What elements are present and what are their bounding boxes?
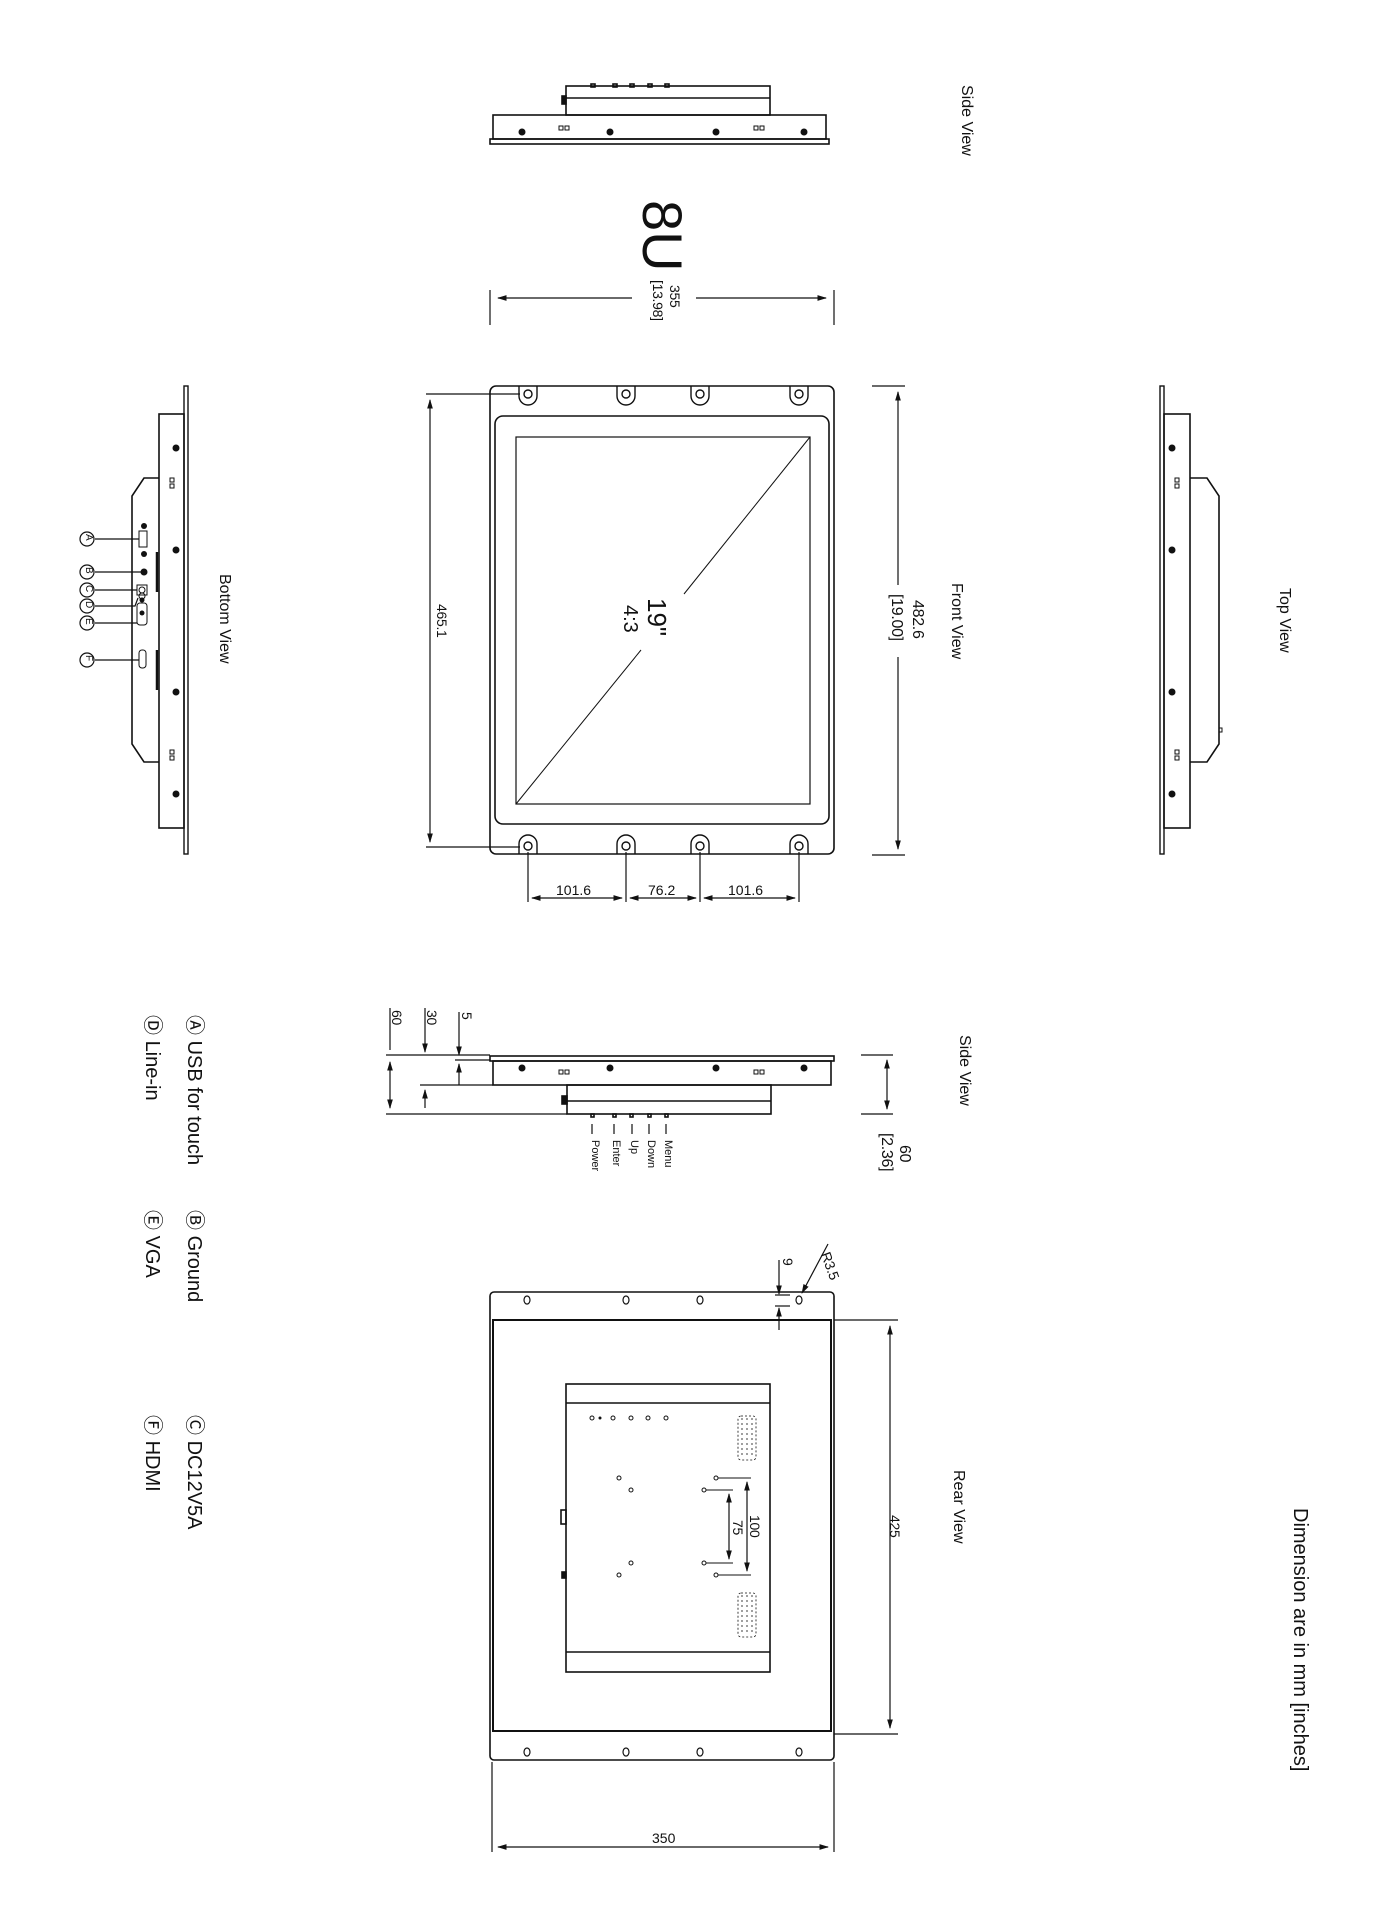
dim-hole-span: 465.1	[434, 604, 450, 638]
button-menu-label: Menu	[662, 1140, 674, 1168]
dim-width-482: 482.6	[909, 600, 926, 639]
bottom-view-drawing	[131, 385, 189, 855]
legend-key: Ⓔ	[141, 1210, 163, 1230]
dim-depth-355: 355	[667, 285, 683, 308]
rear-view-title: Rear View	[950, 1470, 967, 1544]
bottom-view-title: Bottom View	[216, 574, 233, 664]
dim-vesa-100: 100	[747, 1515, 763, 1538]
panel-size-label: 19"	[642, 598, 672, 637]
dim-depth-355-in: [13.98]	[650, 280, 666, 321]
callout-a: A	[83, 534, 94, 541]
dim-side-5: 5	[459, 1012, 475, 1020]
callout-c: C	[83, 585, 94, 593]
dim-vesa-75: 75	[730, 1520, 746, 1535]
legend-key: Ⓐ	[183, 1015, 205, 1035]
dim-hole-spacing-a: 101.6	[556, 882, 592, 898]
button-enter-label: Enter	[610, 1140, 622, 1167]
legend-key: Ⓓ	[141, 1015, 163, 1035]
dim-rear-350: 350	[652, 1830, 676, 1846]
legend-key: Ⓕ	[141, 1415, 163, 1435]
speaker-grille-bottom	[737, 1592, 757, 1638]
legend-label: Line-in	[141, 1040, 163, 1101]
callout-f: F	[83, 655, 94, 662]
legend-item-e: Ⓔ VGA	[141, 1210, 163, 1278]
dim-hole-spacing-b: 76.2	[648, 882, 676, 898]
button-up-label: Up	[628, 1140, 640, 1155]
rack-units-label: 8U	[631, 200, 694, 272]
aspect-ratio-label: 4:3	[619, 605, 641, 633]
top-view-drawing	[1159, 385, 1223, 855]
dim-hole-spacing-c: 101.6	[728, 882, 764, 898]
legend-item-f: Ⓕ HDMI	[141, 1415, 163, 1492]
side-view-top-drawing	[489, 83, 830, 145]
button-power-label: Power	[589, 1140, 601, 1172]
button-down-label: Down	[645, 1140, 657, 1169]
side-view-bottom-drawing	[489, 1055, 835, 1118]
legend-item-d: Ⓓ Line-in	[141, 1015, 163, 1101]
legend-label: DC12V5A	[183, 1440, 205, 1530]
legend-label: HDMI	[141, 1440, 163, 1492]
callout-e: E	[83, 618, 94, 625]
rear-view-drawing	[489, 1291, 835, 1761]
legend-item-b: Ⓑ Ground	[183, 1210, 205, 1303]
dim-side-60: 60	[389, 1010, 405, 1025]
callout-b: B	[83, 567, 94, 574]
front-view-title: Front View	[948, 583, 965, 660]
dim-rear-9: 9	[780, 1258, 796, 1266]
legend-label: VGA	[141, 1235, 163, 1278]
callout-d: D	[83, 601, 94, 609]
legend-item-a: Ⓐ USB for touch	[183, 1015, 205, 1166]
side-view-bottom-title: Side View	[956, 1035, 973, 1106]
top-view-title: Top View	[1276, 588, 1293, 653]
front-view-drawing	[489, 385, 835, 855]
side-view-top-title: Side View	[958, 85, 975, 156]
dim-side-depth-60: 60	[896, 1145, 913, 1163]
legend-item-c: Ⓒ DC12V5A	[183, 1415, 205, 1530]
legend-label: Ground	[183, 1235, 205, 1303]
legend-key: Ⓒ	[183, 1415, 205, 1435]
legend-key: Ⓑ	[183, 1210, 205, 1230]
legend-label: USB for touch	[183, 1040, 205, 1166]
dim-side-depth-60-in: [2.36]	[878, 1133, 895, 1172]
dim-rear-425: 425	[887, 1515, 903, 1538]
dim-side-30: 30	[424, 1010, 440, 1025]
dim-width-482-in: [19.00]	[888, 594, 905, 641]
speaker-grille-top	[737, 1415, 757, 1461]
units-note: Dimension are in mm [inches]	[1289, 1508, 1311, 1772]
